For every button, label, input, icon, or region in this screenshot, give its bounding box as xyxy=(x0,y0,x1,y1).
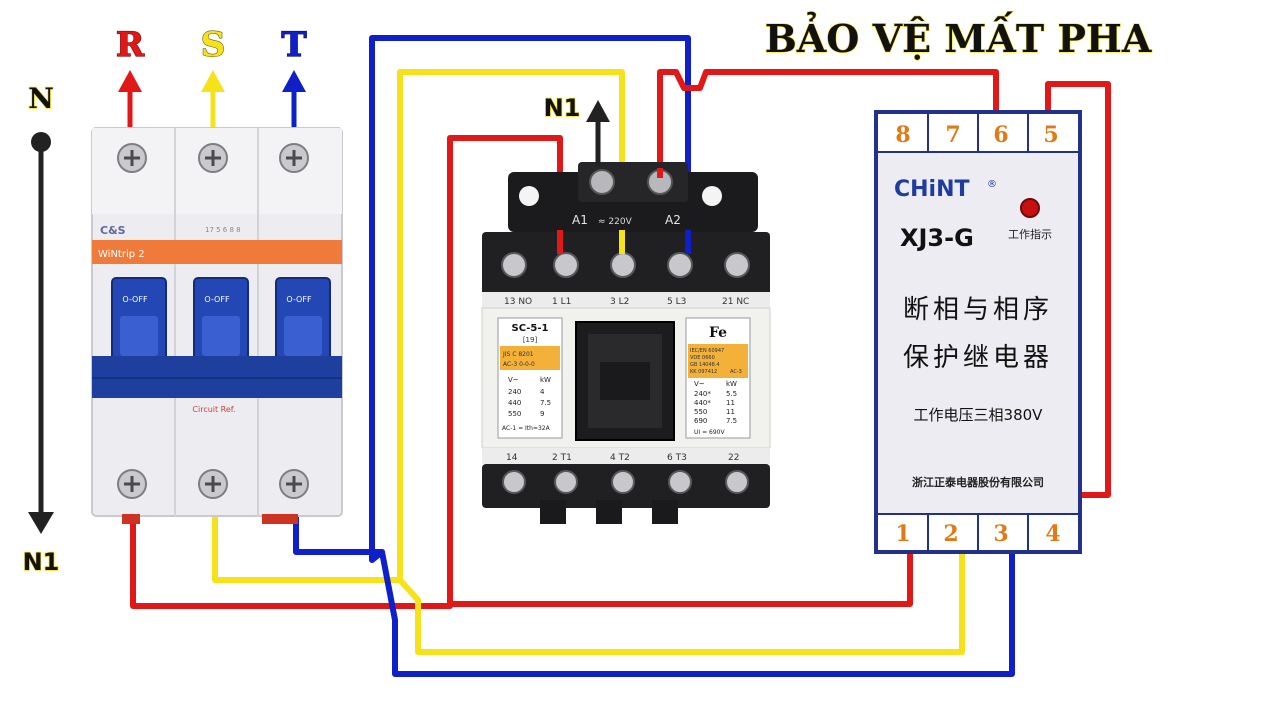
term-l2: 3 L2 xyxy=(610,297,629,307)
contactor-std: JIS C 8201 xyxy=(502,351,534,358)
label-n1-top: N1 xyxy=(544,94,581,122)
wire-red-relay1 xyxy=(450,545,913,607)
label-r: R xyxy=(116,25,145,65)
pole-label-1: O-OFF xyxy=(122,295,148,304)
label-n1-left: N1 xyxy=(23,548,60,576)
label-s: S xyxy=(201,25,226,65)
relay-term-3: 3 xyxy=(993,521,1008,547)
breaker-brand: C&S xyxy=(100,224,126,237)
relay-brand: CHiNT xyxy=(894,177,970,202)
tl-r2-v: 440 xyxy=(508,399,521,407)
wire-blue-lower xyxy=(293,512,1015,677)
tr-foot: UI = 690V xyxy=(694,429,725,436)
term-t3: 6 T3 xyxy=(667,453,687,463)
contactor-ac: AC-3 0-0-0 xyxy=(503,361,535,368)
phase-arrow-r xyxy=(118,70,142,128)
pole-label-2: O-OFF xyxy=(204,295,230,304)
pole-label-3: O-OFF xyxy=(286,295,312,304)
coil-a2: A2 xyxy=(665,213,681,227)
neutral-arrow xyxy=(28,132,54,534)
relay-term-6: 6 xyxy=(993,122,1008,148)
tr-head-v: V~ xyxy=(694,380,705,388)
iec-5: AC-3 xyxy=(730,369,742,375)
wire-red-upper xyxy=(657,69,999,172)
tr-r2-k: 11 xyxy=(726,399,735,407)
contactor-code: [19] xyxy=(523,336,538,344)
relay-indicator-label: 工作指示 xyxy=(1008,227,1052,241)
tl-r3-v: 550 xyxy=(508,410,521,418)
wire-yellow-lower xyxy=(212,515,965,655)
tr-r3-k: 11 xyxy=(726,408,735,416)
breaker-rating: 17 5 6 8 8 xyxy=(205,226,241,234)
term-22: 22 xyxy=(728,453,739,463)
relay-indicator-led xyxy=(1020,198,1040,218)
contactor-model: SC-5-1 xyxy=(512,323,549,334)
tl-r1-k: 4 xyxy=(540,388,545,396)
diagram-title: BẢO VỆ MẤT PHA xyxy=(765,12,1152,61)
phase-arrow-s xyxy=(201,70,225,128)
breaker-model: WiNtrip 2 xyxy=(98,249,145,260)
term-14: 14 xyxy=(506,453,518,463)
relay-term-8: 8 xyxy=(895,122,910,148)
term-13: 13 NO xyxy=(504,297,532,307)
relay-voltage: 工作电压三相380V xyxy=(914,406,1044,424)
relay-term-1: 1 xyxy=(895,521,910,547)
breaker-handles xyxy=(111,277,331,367)
term-t2: 4 T2 xyxy=(610,453,630,463)
tr-r4-k: 7.5 xyxy=(726,417,737,425)
tl-foot: AC-1 = Ith=32A xyxy=(502,425,551,432)
relay-line2: 保护继电器 xyxy=(903,343,1053,373)
relay-line1: 断相与相序 xyxy=(903,295,1053,325)
iec-2: VDE 0660 xyxy=(690,355,715,361)
label-n: N xyxy=(28,82,54,115)
iec-4: KK 097412 xyxy=(690,369,717,375)
n1-top-arrow xyxy=(586,100,610,166)
tl-head-v: V~ xyxy=(508,376,519,384)
breaker-circuit-ref: Circuit Ref. xyxy=(192,405,235,414)
contactor: A1 ≈ 220V A2 13 NO 1 L1 3 L2 5 L3 21 NC … xyxy=(481,162,771,524)
phase-arrow-t xyxy=(282,70,306,128)
term-l1: 1 L1 xyxy=(552,297,571,307)
tr-r4-v: 690 xyxy=(694,417,707,425)
relay-term-2: 2 xyxy=(943,521,958,547)
coil-label: ≈ 220V xyxy=(598,217,633,227)
relay-maker: 浙江正泰电器股份有限公司 xyxy=(912,475,1044,489)
relay-model: XJ3-G xyxy=(900,224,974,252)
tr-head-kw: kW xyxy=(726,380,737,388)
wire-blue-upper xyxy=(369,35,691,563)
relay-term-5: 5 xyxy=(1043,122,1058,148)
relay-reg: ® xyxy=(987,179,997,190)
tl-r3-k: 9 xyxy=(540,410,544,418)
contactor-brand: Fe xyxy=(709,325,727,341)
coil-a1: A1 xyxy=(572,213,588,227)
tr-r1-k: 5.5 xyxy=(726,390,737,398)
iec-1: IEC/EN 60947 xyxy=(690,348,724,354)
relay-term-7: 7 xyxy=(945,122,960,148)
wire-red-lower xyxy=(130,135,563,609)
relay-term-4: 4 xyxy=(1045,521,1060,547)
tr-r2-v: 440* xyxy=(694,399,711,407)
tr-r1-v: 240* xyxy=(694,390,711,398)
term-t1: 2 T1 xyxy=(552,453,572,463)
circuit-breaker: C&S WiNtrip 2 17 5 6 8 8 O-OFF O-OFF O-O… xyxy=(91,127,343,524)
iec-3: GB 14048.4 xyxy=(690,362,720,368)
tl-r1-v: 240 xyxy=(508,388,521,396)
label-t: T xyxy=(281,25,306,65)
phase-relay: 8 7 6 5 CHiNT ® XJ3-G 工作指示 断相与相序 保护继电器 工… xyxy=(874,110,1082,554)
tl-r2-k: 7.5 xyxy=(540,399,551,407)
tr-r3-v: 550 xyxy=(694,408,707,416)
term-l3: 5 L3 xyxy=(667,297,686,307)
wire-yellow-upper xyxy=(397,69,625,580)
term-21: 21 NC xyxy=(722,297,749,307)
tl-head-kw: kW xyxy=(540,376,551,384)
